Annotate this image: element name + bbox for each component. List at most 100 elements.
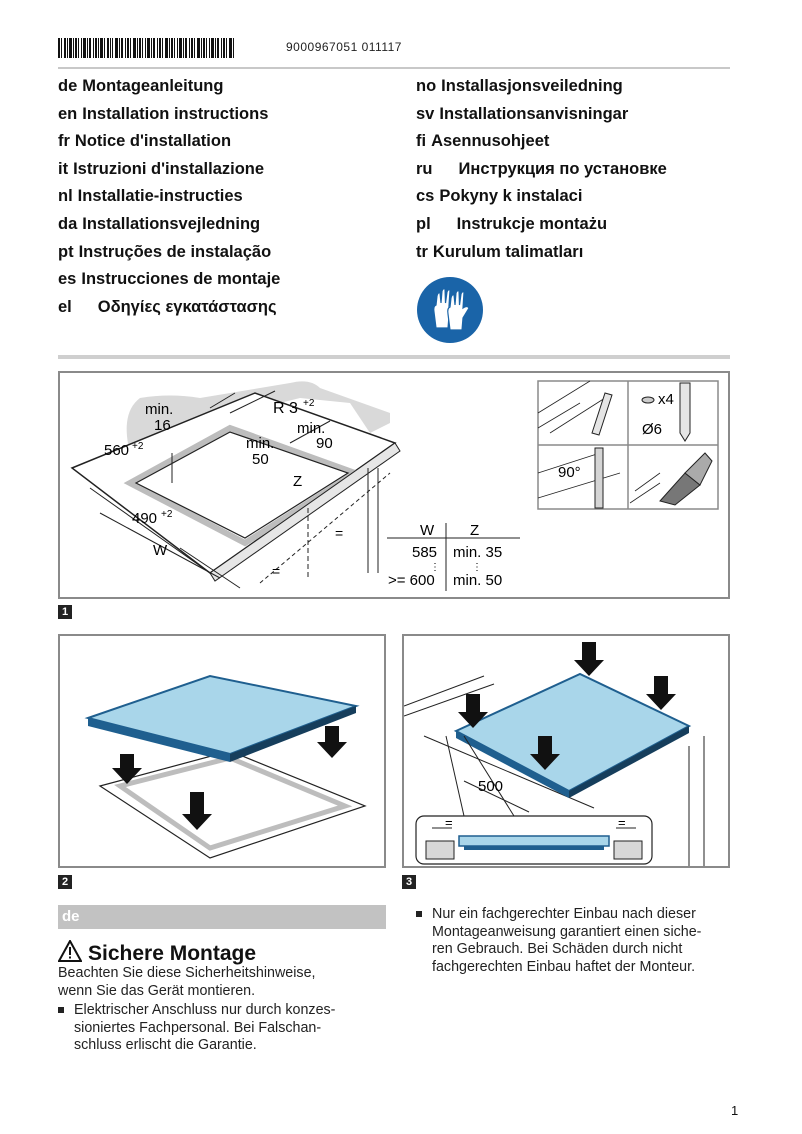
language-title: Pokyny k instalaci [439,187,583,206]
language-title: Installation instructions [82,104,269,123]
wear-gloves-icon [416,276,484,344]
dim-min16-b: 16 [154,417,171,434]
drill-bit-icon [679,382,691,442]
pencil-icon [591,392,613,436]
table-head-w: W [420,522,435,539]
language-title: Instruções de instalação [78,242,272,261]
language-title: Installationsvejledning [82,215,261,233]
dim-min90-a: min. [297,420,325,437]
language-entry-pl: pl Instrukcje montażu [416,215,607,234]
drill-count: x4 [658,391,674,408]
worktop [98,750,367,859]
language-code: pl [416,215,431,233]
language-code: nl [58,187,73,206]
saw-blade-icon [594,447,604,509]
language-title: Montageanleitung [82,77,224,95]
language-title: Instrukcje montażu [456,215,608,233]
language-title: Инструкция по установке [458,159,667,178]
language-code: ru [416,159,433,178]
language-title: Istruzioni d'installazione [73,159,265,178]
language-title: Installasjonsveiledning [441,77,623,95]
language-code: fr [58,132,70,151]
language-code: cs [416,187,435,206]
table-head-z: Z [470,522,479,539]
figure-3-label: 3 [402,875,416,889]
language-entry-ru: ru Инструкция по установке [416,160,667,179]
language-code: no [416,77,437,95]
dim-w: W [153,542,168,559]
language-code: pt [58,242,74,261]
bullet-electrical: Elektrischer Anschluss nur durch konzes-… [58,1002,335,1055]
language-title: Kurulum talimatları [432,242,584,261]
language-title: Notice d'installation [74,132,232,151]
dim-equal-1: = [335,525,343,541]
section-divider [58,355,730,359]
dim-min50-a: min. [246,435,274,452]
language-title: Instrucciones de montaje [81,270,281,289]
intro-text: Beachten Sie diese Sicherheitshinweise, … [58,965,316,999]
language-code: it [58,159,69,178]
dim-560: 560 [104,442,129,459]
figure-2-label: 2 [58,875,72,889]
page-number: 1 [731,1103,739,1118]
language-code: tr [416,242,428,261]
language-title: Installatie-instructies [77,187,243,206]
svg-text:⋮: ⋮ [430,562,440,573]
warning-icon [57,938,83,968]
hob-glass [84,674,360,756]
figure-1-cutout-dimensions: min. 16 R 3 +2 min. 90 560 +2 min. 50 Z … [58,371,730,599]
saw-angle: 90° [558,464,581,481]
language-title: Οδηγίες εγκατάστασης [97,297,277,316]
equal-right: = [618,815,626,830]
figure-1-label: 1 [58,605,72,619]
language-tag: de [62,908,80,925]
wall-shading [126,381,391,453]
drill-diameter: Ø6 [642,421,662,438]
dim-z: Z [293,473,302,490]
dim-560-sup: +2 [132,441,144,452]
table-row1-z: min. 35 [453,544,502,561]
svg-text:⋮: ⋮ [472,562,482,573]
language-title: Installationsanvisningar [439,104,629,123]
cutout-border [114,755,353,851]
language-section-bar: de [58,905,386,929]
barcode [58,38,234,58]
dim-490-sup: +2 [161,509,173,520]
press-arrows [458,642,676,770]
equal-left: = [445,815,453,830]
language-code: sv [416,104,435,123]
dim-min90-b: 90 [316,435,333,452]
document-number: 9000967051 011117 [286,40,402,54]
table-row1-w: 585 [412,544,437,561]
language-code: fi [416,132,427,151]
language-code: da [58,215,78,233]
language-title: Asennusohjeet [431,132,550,151]
dim-radius-sup: +2 [303,398,315,409]
dim-equal-2: = [272,563,280,579]
section-heading: Sichere Montage [57,938,256,968]
dim-min50-b: 50 [252,451,269,468]
cutout [134,431,350,539]
dim-radius: R 3 [273,400,298,417]
detail-panels: x4 Ø6 90° [537,380,719,510]
figure-2-insert-hob [58,634,386,868]
language-code: en [58,104,78,123]
spacing-500: 500 [478,778,503,795]
figure-3-fixed-hob: 500 = = [402,634,730,868]
dim-min16-a: min. [145,401,173,418]
dim-490: 490 [132,510,157,527]
language-code: es [58,270,77,289]
table-row2-z: min. 50 [453,572,502,589]
table-row2-w: >= 600 [388,572,435,589]
